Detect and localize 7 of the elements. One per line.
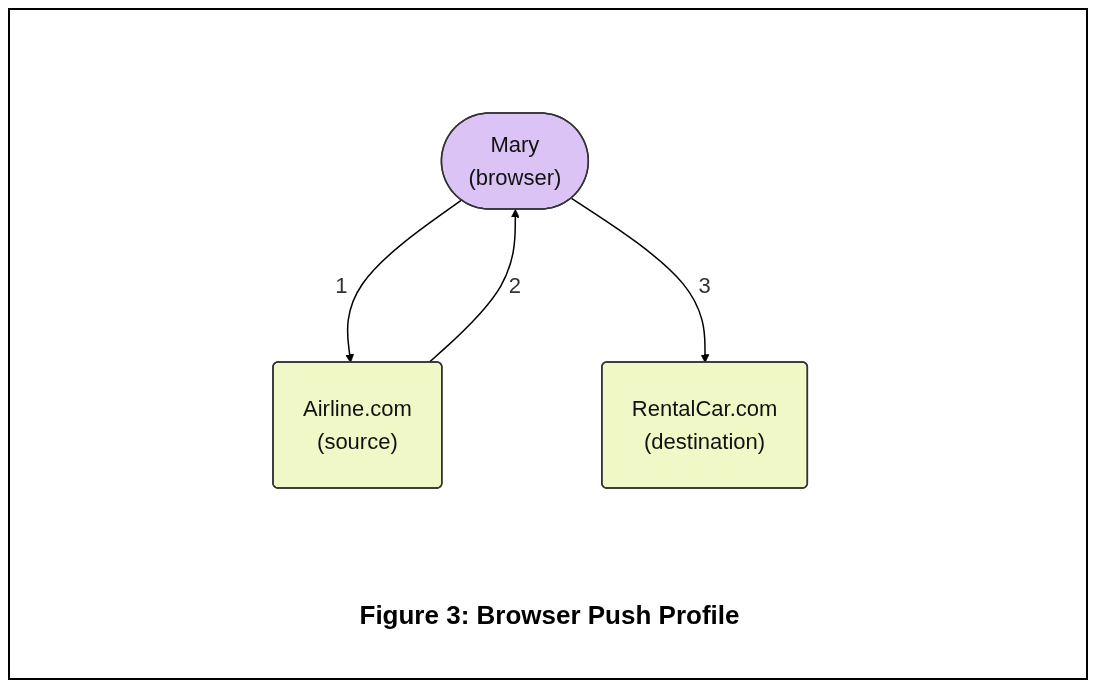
arrow xyxy=(570,197,710,363)
figure-caption: Figure 3: Browser Push Profile xyxy=(359,600,740,630)
arrow xyxy=(428,208,520,363)
edge-label: 2 xyxy=(508,272,521,298)
arrow xyxy=(345,198,463,363)
edge-label: 1 xyxy=(334,272,348,298)
edge-label: 3 xyxy=(698,272,711,298)
